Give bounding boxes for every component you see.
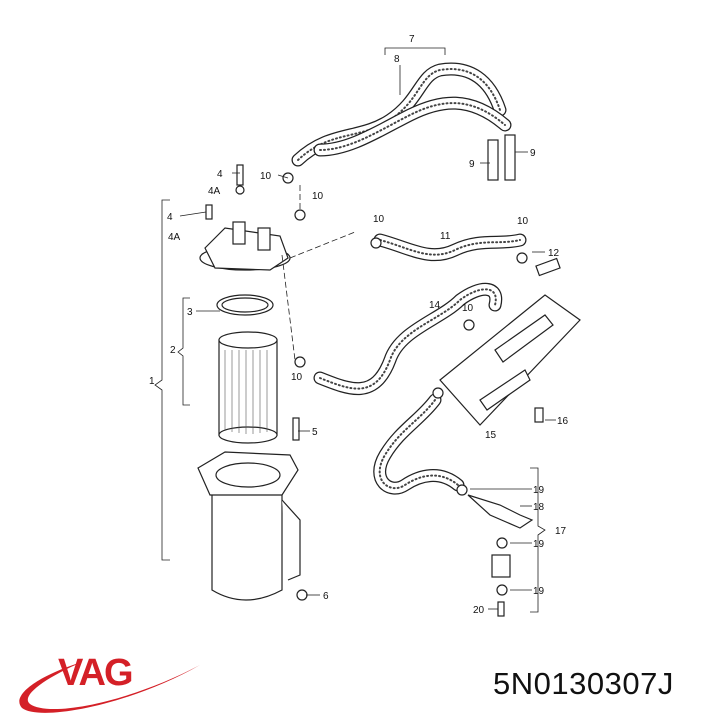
heat-shield	[439, 294, 581, 426]
logo-swoosh	[19, 662, 200, 713]
fuel-hose	[319, 102, 506, 151]
fuel-hose	[319, 288, 497, 390]
fuel-hoses	[291, 62, 527, 495]
callout: 2	[170, 345, 176, 356]
callout: 9	[469, 159, 475, 170]
fittings	[282, 134, 561, 617]
callout: 12	[548, 248, 560, 259]
logo-text: VAG	[58, 652, 132, 694]
callout: 1	[149, 376, 155, 387]
callout: 16	[557, 416, 569, 427]
callout: 17	[555, 526, 567, 537]
vag-logo: VAG	[19, 652, 200, 713]
fuel-hose	[297, 68, 501, 161]
filter-housing	[197, 417, 301, 601]
callout: 8	[394, 54, 400, 65]
callout: 15	[485, 430, 497, 441]
leader-lines	[154, 47, 556, 613]
callout: 5	[312, 427, 318, 438]
fuel-hose	[379, 239, 521, 256]
callout: 19	[533, 485, 545, 496]
callout: 9	[530, 148, 536, 159]
callout: 11	[440, 231, 451, 242]
fuel-hose	[374, 394, 464, 494]
callout: 19	[533, 539, 545, 550]
fuel-hose	[378, 399, 459, 490]
callout: 10	[260, 171, 272, 182]
callout: 14	[429, 300, 441, 311]
seal-ring	[216, 294, 274, 316]
callout: 10	[291, 372, 303, 383]
callout: 10	[462, 303, 474, 314]
callout: 20	[473, 605, 485, 616]
callout: 19	[533, 586, 545, 597]
callout-labels: 7 8 9 9 10 4 4A 4 4A 10 10 11 10 12 14 1…	[149, 34, 569, 616]
filter-element	[218, 331, 278, 444]
callout: 18	[533, 502, 545, 513]
part-number: 5N0130307J	[493, 666, 674, 701]
callout: 10	[312, 191, 324, 202]
callout: 10	[373, 214, 385, 225]
callout: 4A	[168, 232, 181, 243]
fuel-hose	[314, 97, 511, 156]
callout: 7	[409, 34, 415, 45]
callout: 3	[187, 307, 193, 318]
callout: 4A	[208, 186, 221, 197]
callout: 4	[217, 169, 223, 180]
filter-housing-cover	[199, 164, 291, 271]
callout: 10	[517, 216, 529, 227]
callout: 6	[323, 591, 329, 602]
callout: 4	[167, 212, 173, 223]
